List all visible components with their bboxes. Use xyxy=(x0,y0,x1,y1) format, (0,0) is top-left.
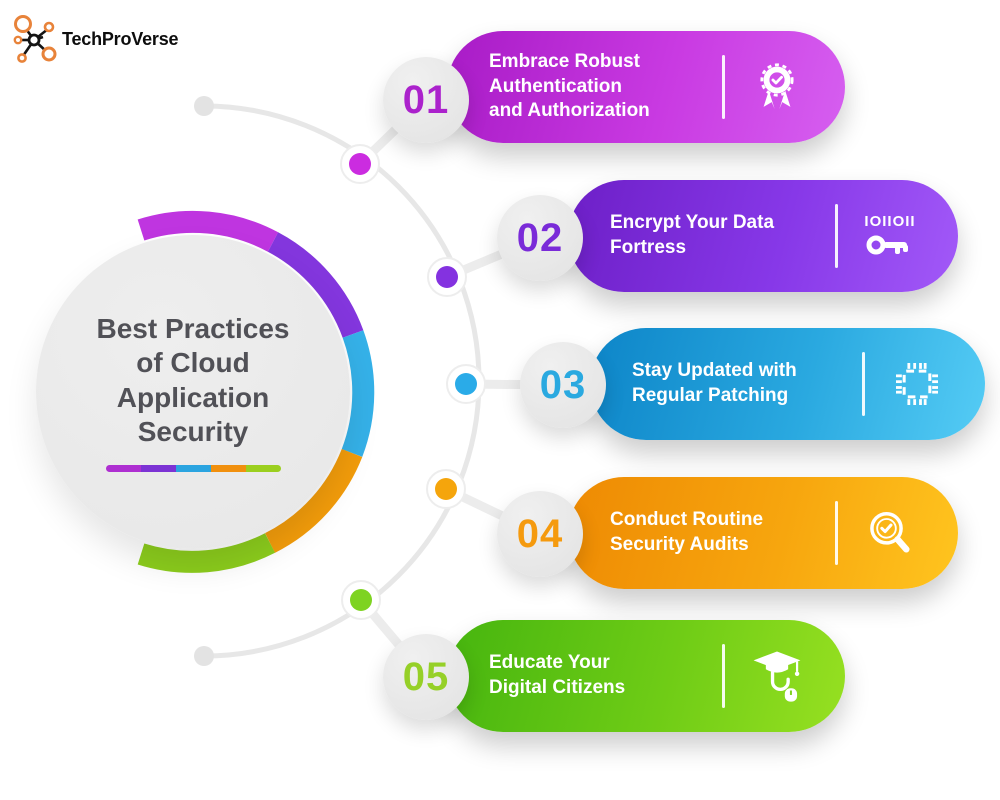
network-nodes-icon xyxy=(13,15,57,63)
arc-end-dot-bottom xyxy=(194,646,214,666)
logo: TechProVerse xyxy=(12,10,179,68)
step-number-circle-1: 01 xyxy=(383,57,469,143)
award-badge-icon xyxy=(725,59,829,115)
practice-pill-1: Embrace Robust Authentication and Author… xyxy=(447,31,845,143)
logo-text: TechProVerse xyxy=(62,28,179,49)
node-dots xyxy=(340,144,486,620)
node-dot-1 xyxy=(349,153,371,175)
infographic-title: Best Practices of Cloud Application Secu… xyxy=(96,313,290,447)
underline-segment xyxy=(105,464,141,472)
arc-end-dot-top xyxy=(194,96,214,116)
ring-segment-3 xyxy=(341,330,375,457)
binary-key-icon: IOIIOII xyxy=(838,209,942,263)
node-dot-2 xyxy=(436,266,458,288)
step-number-circle-5: 05 xyxy=(383,634,469,720)
underline-segment xyxy=(245,464,281,472)
step-number-circle-4: 04 xyxy=(497,491,583,577)
step-number: 04 xyxy=(516,511,564,556)
pill-divider xyxy=(862,352,865,416)
audit-magnifier-icon xyxy=(838,505,942,561)
node-dot-4 xyxy=(435,478,457,500)
practice-title: Conduct Routine Security Audits xyxy=(610,509,764,555)
pill-divider xyxy=(722,55,725,119)
cpu-chip-icon xyxy=(865,356,969,412)
underline-segment xyxy=(140,464,176,472)
education-cap-mouse-icon xyxy=(725,648,829,704)
practice-pill-2: Encrypt Your Data Fortress IOIIOII xyxy=(568,180,958,292)
node-dot-5 xyxy=(350,589,372,611)
category-ring xyxy=(137,210,375,573)
ring-segment-5 xyxy=(137,533,276,573)
pill-divider xyxy=(835,501,838,565)
practice-title: Educate Your Digital Citizens xyxy=(489,652,626,698)
practice-pill-5: Educate Your Digital Citizens xyxy=(447,620,845,732)
hub-circle: Best Practices of Cloud Application Secu… xyxy=(36,235,350,549)
binary-text: IOIIOII xyxy=(864,213,915,230)
step-number-circle-2: 02 xyxy=(497,195,583,281)
ring-segment-2 xyxy=(267,232,364,338)
step-number: 03 xyxy=(539,362,587,407)
pill-divider xyxy=(722,644,725,708)
practice-title: Stay Updated with Regular Patching xyxy=(632,360,797,406)
step-number: 05 xyxy=(402,654,450,699)
practice-pill-3: Stay Updated with Regular Patching xyxy=(590,328,985,440)
practice-pill-4: Conduct Routine Security Audits xyxy=(568,477,958,589)
step-number: 02 xyxy=(516,215,564,260)
node-dot-3 xyxy=(455,373,477,395)
step-number-circle-3: 03 xyxy=(520,342,606,428)
pill-divider xyxy=(835,204,838,268)
underline-segment xyxy=(210,464,246,472)
practice-title: Encrypt Your Data Fortress xyxy=(610,212,775,258)
practice-title: Embrace Robust Authentication and Author… xyxy=(489,50,650,122)
ring-segment-4 xyxy=(264,448,363,553)
step-number: 01 xyxy=(402,77,450,122)
ring-segment-1 xyxy=(137,210,279,252)
title-underline xyxy=(105,464,281,472)
underline-segment xyxy=(175,464,211,472)
